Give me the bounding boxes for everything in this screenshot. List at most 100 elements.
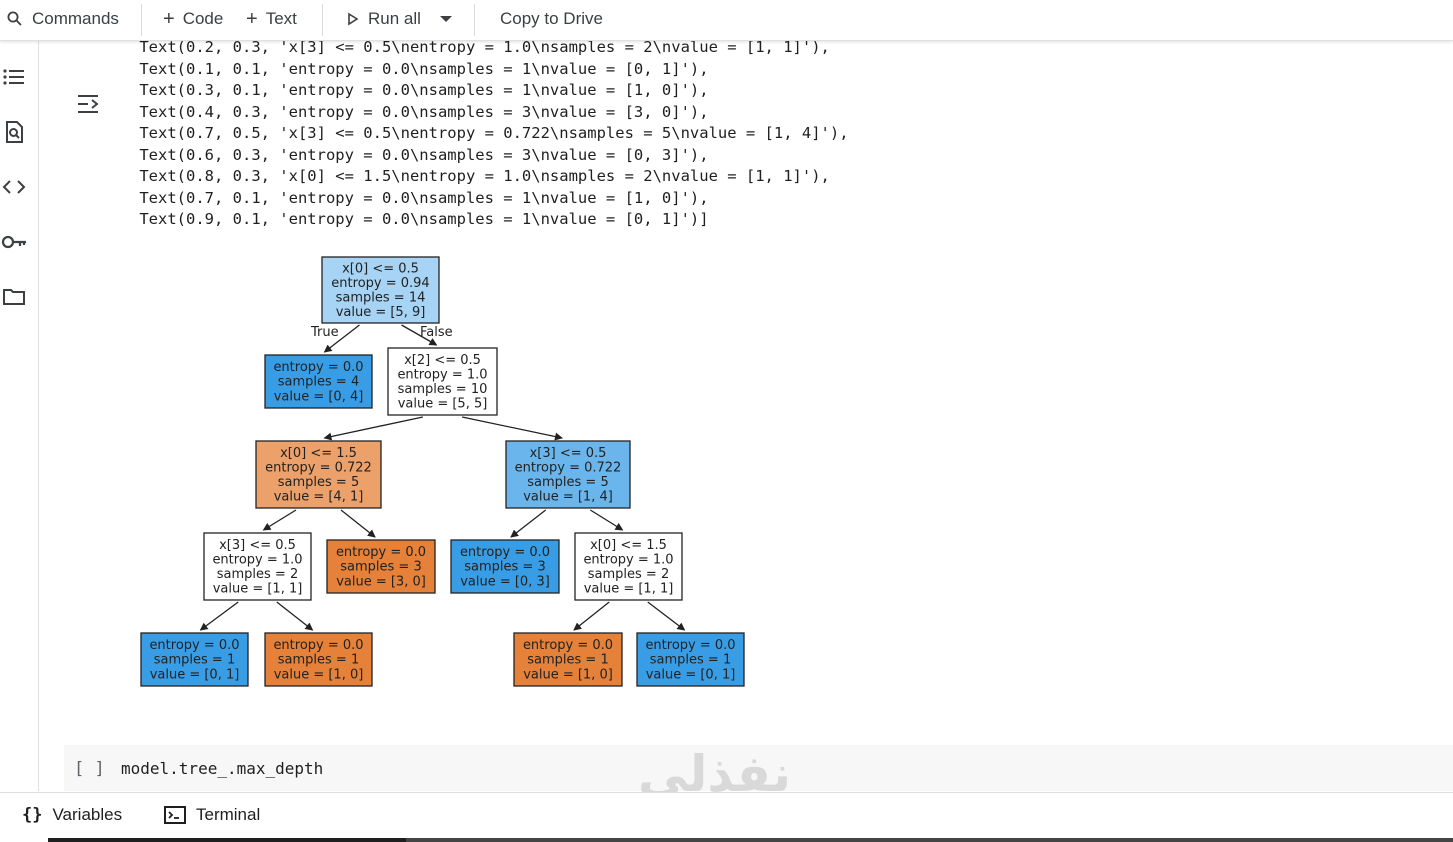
cell-code-text[interactable]: model.tree_.max_depth (121, 759, 324, 778)
tree-edge-arrow (461, 416, 563, 441)
tree-node-line: samples = 1 (527, 653, 608, 668)
tree-node-box (326, 539, 436, 594)
output-line: Text(0.3, 0.1, 'entropy = 0.0\nsamples =… (130, 81, 709, 99)
tree-node-line: entropy = 0.0 (523, 638, 613, 653)
tree-node-line: value = [1, 4] (523, 490, 613, 505)
tree-node-line: value = [3, 0] (336, 574, 426, 589)
toolbar-divider (474, 4, 475, 36)
plus-icon: + (163, 7, 175, 30)
table-of-contents-icon[interactable] (0, 63, 28, 91)
chevron-down-icon (440, 16, 452, 22)
tree-node-box (505, 440, 631, 509)
output-line: Text(0.6, 0.3, 'entropy = 0.0\nsamples =… (130, 145, 709, 164)
tree-node-line: value = [4, 1] (274, 490, 364, 505)
active-panel-indicator (48, 838, 406, 842)
tree-edge-arrow (340, 509, 376, 538)
code-snippets-icon[interactable] (0, 173, 28, 201)
output-line: Text(0.7, 0.5, 'x[3] <= 0.5\nentropy = 0… (130, 124, 849, 142)
copy-to-drive-button[interactable]: Copy to Drive (500, 0, 603, 38)
output-actions-icon[interactable] (74, 90, 104, 118)
tree-edge-arrow (276, 601, 314, 631)
bottom-edge-bar (406, 838, 1453, 842)
tree-node-line: value = [1, 0] (523, 667, 613, 682)
tree-node-line: samples = 2 (217, 567, 298, 582)
tree-edge-arrow (262, 509, 297, 531)
files-folder-icon[interactable] (0, 283, 28, 311)
tree-node-line: value = [0, 1] (646, 667, 736, 682)
output-line: Text(0.2, 0.3, 'x[3] <= 0.5\nentropy = 1… (130, 38, 830, 56)
add-code-button[interactable]: + Code (163, 0, 223, 38)
output-line: Text(0.7, 0.1, 'entropy = 0.0\nsamples =… (130, 188, 709, 207)
tree-node-line: samples = 1 (650, 653, 731, 668)
tree-node-box (255, 440, 382, 509)
toolbar-divider (322, 4, 323, 36)
secrets-key-icon[interactable] (0, 228, 28, 256)
tree-edge-arrow (199, 601, 239, 631)
left-sidebar (0, 41, 39, 791)
plus-icon: + (246, 7, 258, 30)
add-text-button[interactable]: + Text (246, 0, 297, 38)
variables-label: Variables (52, 805, 123, 824)
tree-node-line: samples = 1 (154, 653, 235, 668)
tree-node-line: entropy = 1.0 (397, 367, 487, 382)
tree-node-box (203, 532, 312, 601)
tree-node-line: value = [1, 1] (584, 582, 674, 597)
tree-node-box (574, 532, 683, 601)
search-icon (7, 11, 22, 26)
tree-node-line: x[0] <= 1.5 (280, 446, 357, 461)
play-icon (348, 12, 359, 26)
tree-node-line: entropy = 0.0 (273, 360, 363, 375)
tree-edge-arrow (647, 601, 686, 631)
toolbar-divider (141, 4, 142, 36)
tree-node-line: entropy = 0.0 (645, 638, 735, 653)
braces-icon: {} (22, 805, 43, 825)
terminal-button[interactable]: Terminal (164, 793, 260, 837)
tree-node-line: x[3] <= 0.5 (530, 446, 607, 461)
tree-node-box (264, 632, 373, 687)
tree-edge-arrow (573, 601, 610, 631)
add-code-label: Code (182, 9, 224, 28)
run-all-label: Run all (368, 9, 421, 28)
tree-node-line: entropy = 0.0 (336, 545, 426, 560)
tree-node-line: samples = 4 (278, 375, 359, 390)
tree-node-line: value = [0, 3] (460, 574, 550, 589)
terminal-icon (164, 806, 186, 824)
output-line: Text(0.9, 0.1, 'entropy = 0.0\nsamples =… (130, 210, 709, 228)
code-cell[interactable]: [ ] model.tree_.max_depth (64, 745, 1453, 791)
commands-label: Commands (32, 9, 119, 28)
find-replace-icon[interactable] (0, 118, 28, 146)
tree-node-line: value = [0, 4] (274, 389, 364, 404)
run-cell-button[interactable]: [ ] (74, 759, 105, 779)
tree-edge-arrow (323, 416, 424, 441)
run-all-button[interactable]: Run all (346, 0, 421, 38)
tree-node-line: samples = 5 (278, 475, 359, 490)
variables-button[interactable]: {} Variables (22, 793, 122, 837)
tree-node-line: entropy = 0.722 (265, 460, 372, 475)
commands-button[interactable]: Commands (6, 0, 119, 38)
tree-node-line: samples = 10 (398, 382, 488, 397)
tree-node-line: value = [5, 5] (398, 397, 488, 412)
tree-node-line: value = [1, 1] (213, 582, 303, 597)
edge-label-true: True (310, 325, 339, 340)
run-options-dropdown[interactable] (438, 0, 454, 38)
tree-node-box (450, 539, 560, 594)
tree-edge-arrow (589, 509, 624, 531)
output-line: Text(0.4, 0.3, 'entropy = 0.0\nsamples =… (130, 102, 709, 121)
tree-node-line: samples = 3 (340, 560, 421, 575)
tree-node-box (387, 347, 498, 416)
tree-node-line: entropy = 0.94 (331, 276, 429, 291)
tree-node-line: x[2] <= 0.5 (404, 353, 481, 368)
tree-node-line: x[0] <= 1.5 (590, 538, 667, 553)
